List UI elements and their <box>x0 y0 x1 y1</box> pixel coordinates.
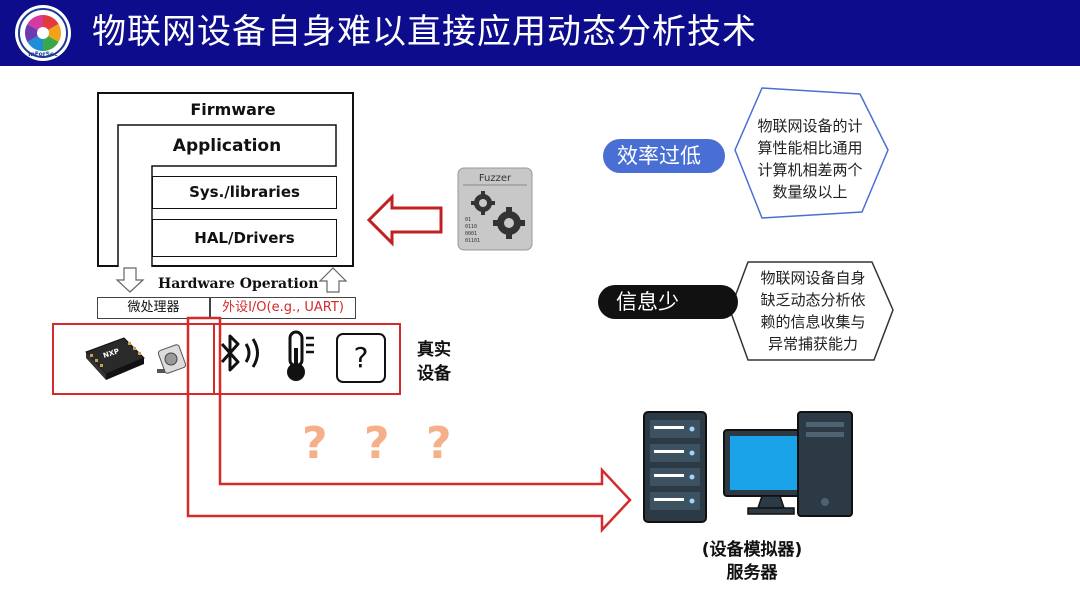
firmware-label: Firmware <box>190 100 276 119</box>
server-rack-icon <box>643 411 707 523</box>
fuzzer-icon: Fuzzer 01 0110 0001 01101 <box>457 167 533 251</box>
peripheral-device-box <box>213 323 401 395</box>
thermometer-icon <box>287 330 314 381</box>
server-caption-1: (设备模拟器) <box>701 540 803 560</box>
firmware-box <box>97 92 354 267</box>
unknown-device-icon: ? <box>336 333 386 383</box>
info-tag: 信息少 <box>598 285 738 319</box>
server-caption-2: 服务器 <box>726 563 778 583</box>
svg-text:01101: 01101 <box>465 238 480 244</box>
libraries-box <box>152 176 337 209</box>
info-text-4: 异常捕获能力 <box>767 335 858 353</box>
info-text-3: 赖的信息收集与 <box>760 313 866 331</box>
microprocessor-cell: 微处理器 <box>97 297 210 319</box>
component-icon <box>157 344 187 374</box>
efficiency-text-1: 物联网设备的计 <box>757 117 863 135</box>
hardware-operation-label: Hardware Operation <box>158 276 319 292</box>
bluetooth-icon <box>220 334 259 372</box>
question-mark-3: ? <box>426 418 452 469</box>
libraries-label: Sys./libraries <box>189 183 300 201</box>
efficiency-text-2: 算性能相比通用 <box>757 139 863 157</box>
svg-text:0001: 0001 <box>465 231 477 237</box>
real-device-label-1: 真实 <box>417 340 451 360</box>
page-title: 物联网设备自身难以直接应用动态分析技术 <box>92 12 757 52</box>
application-label: Application <box>172 136 282 156</box>
efficiency-text-3: 计算机相差两个 <box>757 161 863 179</box>
real-device-label-2: 设备 <box>417 364 451 384</box>
svg-text:0110: 0110 <box>465 224 477 230</box>
peripheral-io-cell: 外设I/O(e.g., UART) <box>210 297 356 319</box>
svg-text:Fuzzer: Fuzzer <box>479 173 512 184</box>
info-text-2: 缺乏动态分析依 <box>760 291 866 309</box>
svg-text:01: 01 <box>465 217 471 223</box>
chip-icon: NXP <box>85 337 145 380</box>
question-mark-2: ? <box>364 418 390 469</box>
efficiency-tag: 效率过低 <box>603 139 725 173</box>
question-mark-1: ? <box>302 418 328 469</box>
desktop-computer-icon <box>723 411 853 517</box>
drivers-box <box>152 219 337 257</box>
info-text-1: 物联网设备自身 <box>760 269 866 287</box>
header-bar: InForSec 物联网设备自身难以直接应用动态分析技术 <box>0 0 1080 66</box>
efficiency-text-4: 数量级以上 <box>772 183 848 201</box>
svg-text:InForSec: InForSec <box>28 51 58 58</box>
inforsec-logo-icon: InForSec <box>15 5 71 61</box>
drivers-label: HAL/Drivers <box>194 229 295 247</box>
